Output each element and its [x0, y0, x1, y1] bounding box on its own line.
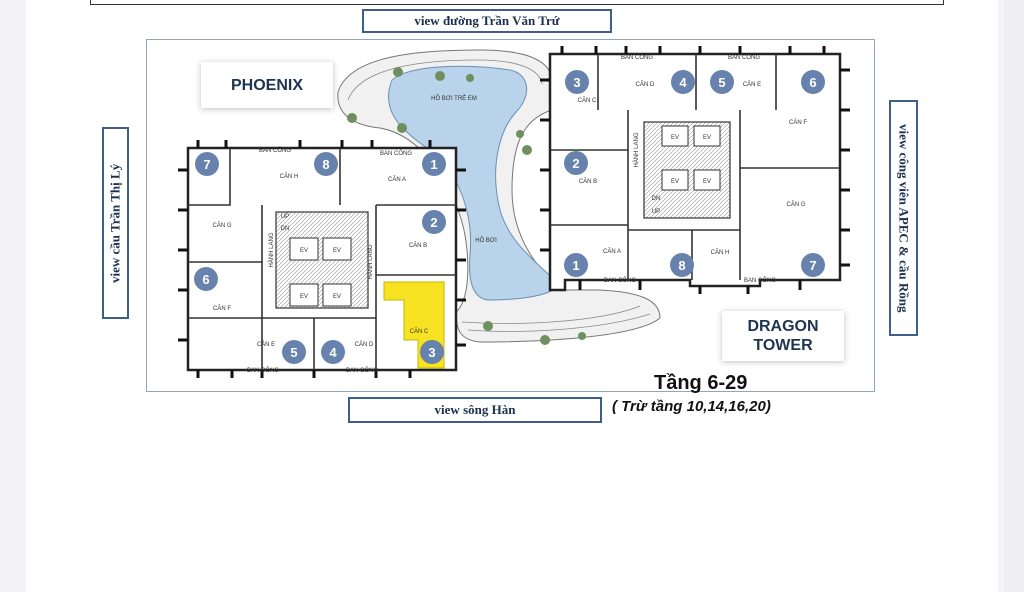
- svg-text:5: 5: [290, 345, 297, 360]
- svg-text:1: 1: [572, 258, 579, 273]
- phoenix-badge-4: 4: [321, 340, 345, 364]
- svg-text:8: 8: [678, 258, 685, 273]
- phoenix-unit-g-label: CĂN G: [212, 222, 231, 229]
- phoenix-label: PHOENIX: [201, 62, 333, 108]
- phoenix-ev-1: EV: [300, 248, 308, 254]
- svg-text:3: 3: [428, 345, 435, 360]
- view-label-top: view đường Trần Văn Trứ: [362, 9, 612, 33]
- phoenix-corridor-label-2: HÀNH LANG: [367, 244, 374, 279]
- walkway-arc-3: [461, 305, 641, 324]
- dragon-badge-4: 4: [671, 70, 695, 94]
- phoenix-balcony-label: BAN CÔNG: [259, 147, 291, 154]
- view-label-left-text: view cầu Trần Thị Lý: [107, 163, 123, 283]
- svg-text:2: 2: [572, 156, 579, 171]
- dragon-badge-3: 3: [565, 70, 589, 94]
- walkway-arc: [347, 59, 543, 101]
- dragon-balcony-label: BAN CÔNG: [621, 54, 653, 61]
- dragon-corridor-label: HÀNH LANG: [633, 132, 640, 167]
- kids-pool-label: HỒ BƠI TRẺ EM: [431, 95, 477, 102]
- phoenix-balcony-label-4: BAN CÔNG: [346, 367, 378, 374]
- dragon-balcony-label-2: BAN CÔNG: [728, 54, 760, 61]
- svg-text:4: 4: [329, 345, 337, 360]
- dragon-unit-g-label: CĂN G: [786, 201, 805, 208]
- phoenix-balcony-label-3: BAN CÔNG: [247, 367, 279, 374]
- view-label-bottom: view sông Hàn: [348, 397, 602, 423]
- dragon-balcony-label-3: BAN CÔNG: [604, 277, 636, 284]
- phoenix-unit-a-label: CĂN A: [388, 176, 406, 183]
- dragon-unit-e-label: CĂN E: [743, 81, 761, 88]
- view-label-left: view cầu Trần Thị Lý: [102, 127, 129, 319]
- dragon-label-line2: TOWER: [753, 337, 813, 354]
- phoenix-ev-4: EV: [333, 294, 341, 300]
- phoenix-tower: [178, 140, 466, 378]
- pool-label: HỒ BƠI: [475, 237, 497, 244]
- dragon-label-line1: DRAGON: [747, 318, 819, 335]
- dragon-unit-d-label: CĂN D: [636, 81, 655, 88]
- svg-text:5: 5: [718, 75, 725, 90]
- top-table-strip: [90, 0, 944, 5]
- dragon-unit-h-label: CĂN H: [711, 249, 730, 256]
- dragon-ev-3: EV: [671, 179, 679, 185]
- dragon-unit-f-label: CĂN F: [789, 119, 807, 126]
- dragon-badge-1: 1: [564, 253, 588, 277]
- dragon-balcony-label-4: BAN CÔNG: [744, 277, 776, 284]
- dragon-badge-6: 6: [801, 70, 825, 94]
- phoenix-unit-e-label: CĂN E: [257, 341, 275, 348]
- svg-text:3: 3: [573, 75, 580, 90]
- svg-text:7: 7: [809, 258, 816, 273]
- phoenix-up: UP: [281, 214, 289, 220]
- dragon-tower: [540, 46, 850, 294]
- shrubs: [347, 67, 586, 345]
- svg-text:6: 6: [202, 272, 209, 287]
- svg-text:2: 2: [430, 215, 437, 230]
- dragon-badge-7: 7: [801, 253, 825, 277]
- svg-text:4: 4: [679, 75, 687, 90]
- phoenix-badge-2: 2: [422, 210, 446, 234]
- phoenix-badge-1: 1: [422, 152, 446, 176]
- site-frame: [146, 39, 875, 392]
- walkway-arc-2: [467, 313, 651, 332]
- svg-text:1: 1: [430, 157, 437, 172]
- dragon-ev-4: EV: [703, 179, 711, 185]
- dragon-ev-2: EV: [703, 135, 711, 141]
- svg-text:6: 6: [809, 75, 816, 90]
- dragon-badge-8: 8: [670, 253, 694, 277]
- phoenix-ev-3: EV: [300, 294, 308, 300]
- dragon-dn: DN: [652, 196, 661, 202]
- phoenix-badge-7: 7: [195, 152, 219, 176]
- phoenix-dn: DN: [281, 226, 290, 232]
- floor-note: ( Trừ tầng 10,14,16,20): [612, 398, 771, 415]
- dragon-unit-a-label: CĂN A: [603, 248, 621, 255]
- dragon-badge-2: 2: [564, 151, 588, 175]
- dragon-unit-c-label: CĂN C: [578, 97, 597, 104]
- dragon-up: UP: [652, 209, 660, 215]
- phoenix-unit-d-label: CĂN D: [355, 341, 374, 348]
- phoenix-badge-3: 3: [420, 340, 444, 364]
- phoenix-balcony-label-2: BAN CÔNG: [380, 150, 412, 157]
- phoenix-unit-h-label: CĂN H: [280, 173, 299, 180]
- phoenix-corridor-label: HÀNH LANG: [268, 232, 275, 267]
- phoenix-badge-5: 5: [282, 340, 306, 364]
- phoenix-unit-c-label: CĂN C: [410, 328, 429, 335]
- svg-text:8: 8: [322, 157, 329, 172]
- page-edge: [1004, 0, 1024, 592]
- dragon-unit-b-label: CĂN B: [579, 178, 597, 185]
- phoenix-badge-6: 6: [194, 267, 218, 291]
- phoenix-unit-f-label: CĂN F: [213, 305, 231, 312]
- view-label-right: view công viên APEC & cầu Rồng: [889, 100, 918, 336]
- svg-text:7: 7: [203, 157, 210, 172]
- dragon-tower-label: DRAGON TOWER: [722, 311, 844, 361]
- dragon-badge-5: 5: [710, 70, 734, 94]
- phoenix-badge-8: 8: [314, 152, 338, 176]
- view-label-right-text: view công viên APEC & cầu Rồng: [896, 123, 912, 313]
- floor-title: Tầng 6-29: [654, 372, 748, 394]
- phoenix-ev-2: EV: [333, 248, 341, 254]
- dragon-ev-1: EV: [671, 135, 679, 141]
- phoenix-unit-b-label: CĂN B: [409, 242, 427, 249]
